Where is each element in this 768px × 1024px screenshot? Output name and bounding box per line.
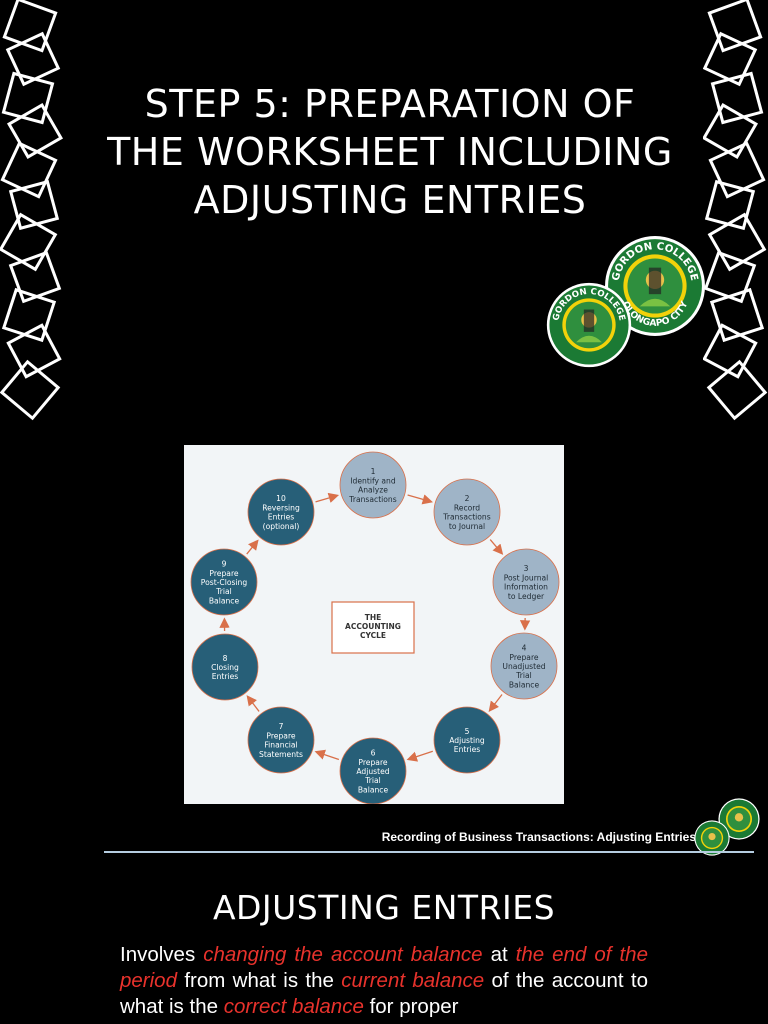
cycle-arrow [246, 695, 260, 712]
footer-divider [104, 851, 754, 853]
cycle-step-label: Reversing [262, 503, 300, 512]
cycle-step-label: Trial [364, 776, 381, 785]
cycle-step-label: to Ledger [508, 592, 545, 601]
cycle-step-label: 4 [522, 644, 527, 653]
cycle-step-label: Transactions [442, 513, 490, 522]
cycle-arrow [315, 492, 340, 503]
cycle-step-label: 2 [465, 494, 470, 503]
cycle-center-label-2: ACCOUNTING [345, 622, 401, 631]
cycle-step-label: Transactions [348, 495, 396, 504]
slide-title: STEP 5: PREPARATION OF THE WORKSHEET INC… [107, 82, 673, 222]
college-seal-large: GORDON COLLEGE OLONGAPO CITY [605, 236, 705, 336]
cycle-step-circle [433, 478, 501, 546]
cycle-step-label: 5 [465, 727, 470, 736]
cycle-step-label: Closing [211, 663, 239, 672]
cycle-step-label: Trial [515, 671, 532, 680]
cycle-arrow [314, 749, 340, 761]
cycle-step-circle [339, 737, 407, 804]
cycle-step-label: 7 [279, 722, 284, 731]
cycle-arrow [406, 750, 434, 762]
cycle-step-label: Entries [212, 672, 238, 681]
cycle-step-label: 1 [371, 467, 376, 476]
definition-paragraph: Involves changing the account balance at… [120, 942, 648, 1020]
highlight-current-balance: current balance [341, 969, 485, 992]
decorative-squares-right [703, 0, 768, 421]
cycle-step-label: Balance [509, 680, 540, 689]
body-text-5: for proper [363, 995, 459, 1018]
body-text-2: at [482, 943, 516, 966]
cycle-step-label: Balance [358, 785, 389, 794]
cycle-center-label-1: THE [365, 613, 382, 622]
section-heading: ADJUSTING ENTRIES [212, 888, 556, 927]
cycle-step-circle [190, 548, 258, 616]
cycle-step-label: Financial [264, 741, 297, 750]
cycle-step-label: Adjusted [356, 767, 389, 776]
cycle-step-circle [247, 706, 315, 774]
cycle-step-label: Adjusting [449, 736, 485, 745]
highlight-correct-balance: correct balance [223, 995, 364, 1018]
cycle-step-label: 9 [222, 560, 227, 569]
cycle-step-label: Identify and [350, 476, 396, 485]
footer-seal-large [718, 798, 760, 840]
cycle-arrow [246, 539, 259, 555]
cycle-step-label: Prepare [358, 758, 388, 767]
college-seal-small: GORDON COLLEGE [546, 282, 632, 368]
footer-caption: Recording of Business Transactions: Adju… [381, 830, 696, 844]
cycle-step-label: Entries [454, 745, 480, 754]
cycle-center-label-3: CYCLE [360, 631, 386, 640]
cycle-step-label: Trial [215, 587, 232, 596]
footer-seal-small [694, 820, 730, 856]
cycle-step-circle [433, 706, 501, 774]
cycle-step-label: Prepare [209, 569, 239, 578]
highlight-changing-balance: changing the account balance [203, 943, 483, 966]
cycle-step-label: (optional) [263, 522, 300, 531]
cycle-step-label: 8 [223, 654, 228, 663]
cycle-step-label: Entries [268, 513, 294, 522]
cycle-arrow [488, 694, 503, 712]
cycle-step-label: Analyze [358, 486, 388, 495]
cycle-step-circle [490, 632, 558, 700]
cycle-arrow [407, 494, 433, 505]
cycle-step-circle [339, 451, 407, 519]
cycle-step-label: Unadjusted [502, 662, 545, 671]
cycle-center-box [331, 601, 415, 654]
cycle-step-circle [191, 633, 259, 701]
cycle-step-label: Information [504, 583, 548, 592]
cycle-step-label: Prepare [266, 731, 296, 740]
cycle-step-circle [492, 548, 560, 616]
cycle-step-label: 6 [371, 749, 376, 758]
cycle-step-label: Prepare [509, 653, 539, 662]
cycle-step-circle [247, 478, 315, 546]
cycle-step-label: Balance [209, 596, 240, 605]
cycle-step-label: Post Journal [504, 573, 549, 582]
cycle-step-label: to Journal [449, 522, 485, 531]
cycle-step-label: 3 [524, 564, 529, 573]
cycle-arrow [489, 539, 504, 555]
decorative-squares-left [0, 0, 64, 421]
body-text-4: of the account to what is the [120, 969, 649, 1018]
body-text-1: Involves [120, 943, 204, 966]
cycle-step-label: Record [454, 503, 480, 512]
cycle-step-label: Statements [259, 750, 303, 759]
body-text-3: from what is the [177, 969, 342, 992]
cycle-step-label: 10 [276, 494, 286, 503]
cycle-step-label: Post-Closing [201, 578, 248, 587]
highlight-end-of-period: the end of the period [120, 943, 648, 992]
